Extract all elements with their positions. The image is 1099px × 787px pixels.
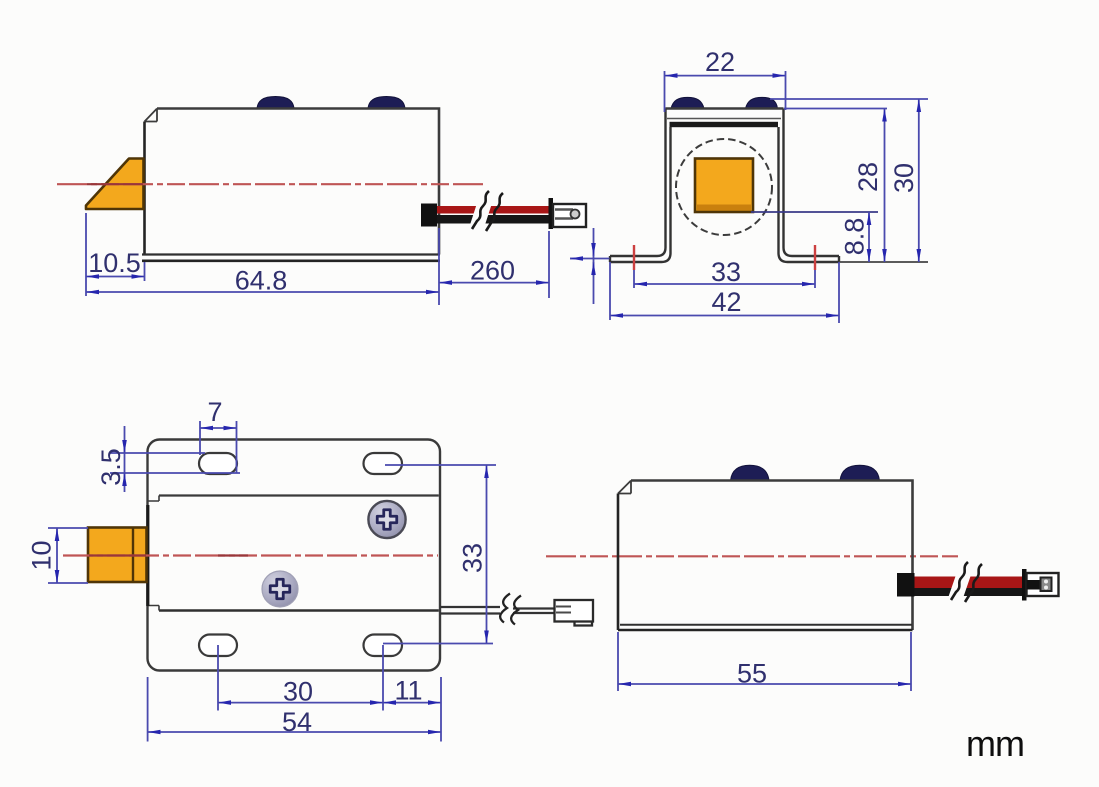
svg-text:10: 10: [27, 540, 57, 570]
svg-text:33: 33: [458, 543, 488, 573]
svg-text:8.8: 8.8: [840, 218, 870, 256]
svg-text:42: 42: [711, 287, 741, 317]
svg-text:64.8: 64.8: [235, 266, 288, 296]
svg-text:22: 22: [705, 47, 735, 77]
svg-text:28: 28: [853, 162, 883, 192]
svg-text:33: 33: [711, 257, 741, 287]
svg-text:30: 30: [889, 163, 919, 193]
svg-text:55: 55: [737, 659, 767, 689]
svg-text:54: 54: [282, 707, 312, 737]
svg-text:10.5: 10.5: [88, 248, 141, 278]
svg-text:30: 30: [283, 677, 313, 707]
svg-text:260: 260: [470, 256, 515, 286]
svg-text:3.5: 3.5: [96, 448, 126, 486]
svg-text:7: 7: [207, 397, 222, 427]
svg-text:mm: mm: [966, 723, 1024, 764]
svg-text:11: 11: [394, 676, 422, 706]
